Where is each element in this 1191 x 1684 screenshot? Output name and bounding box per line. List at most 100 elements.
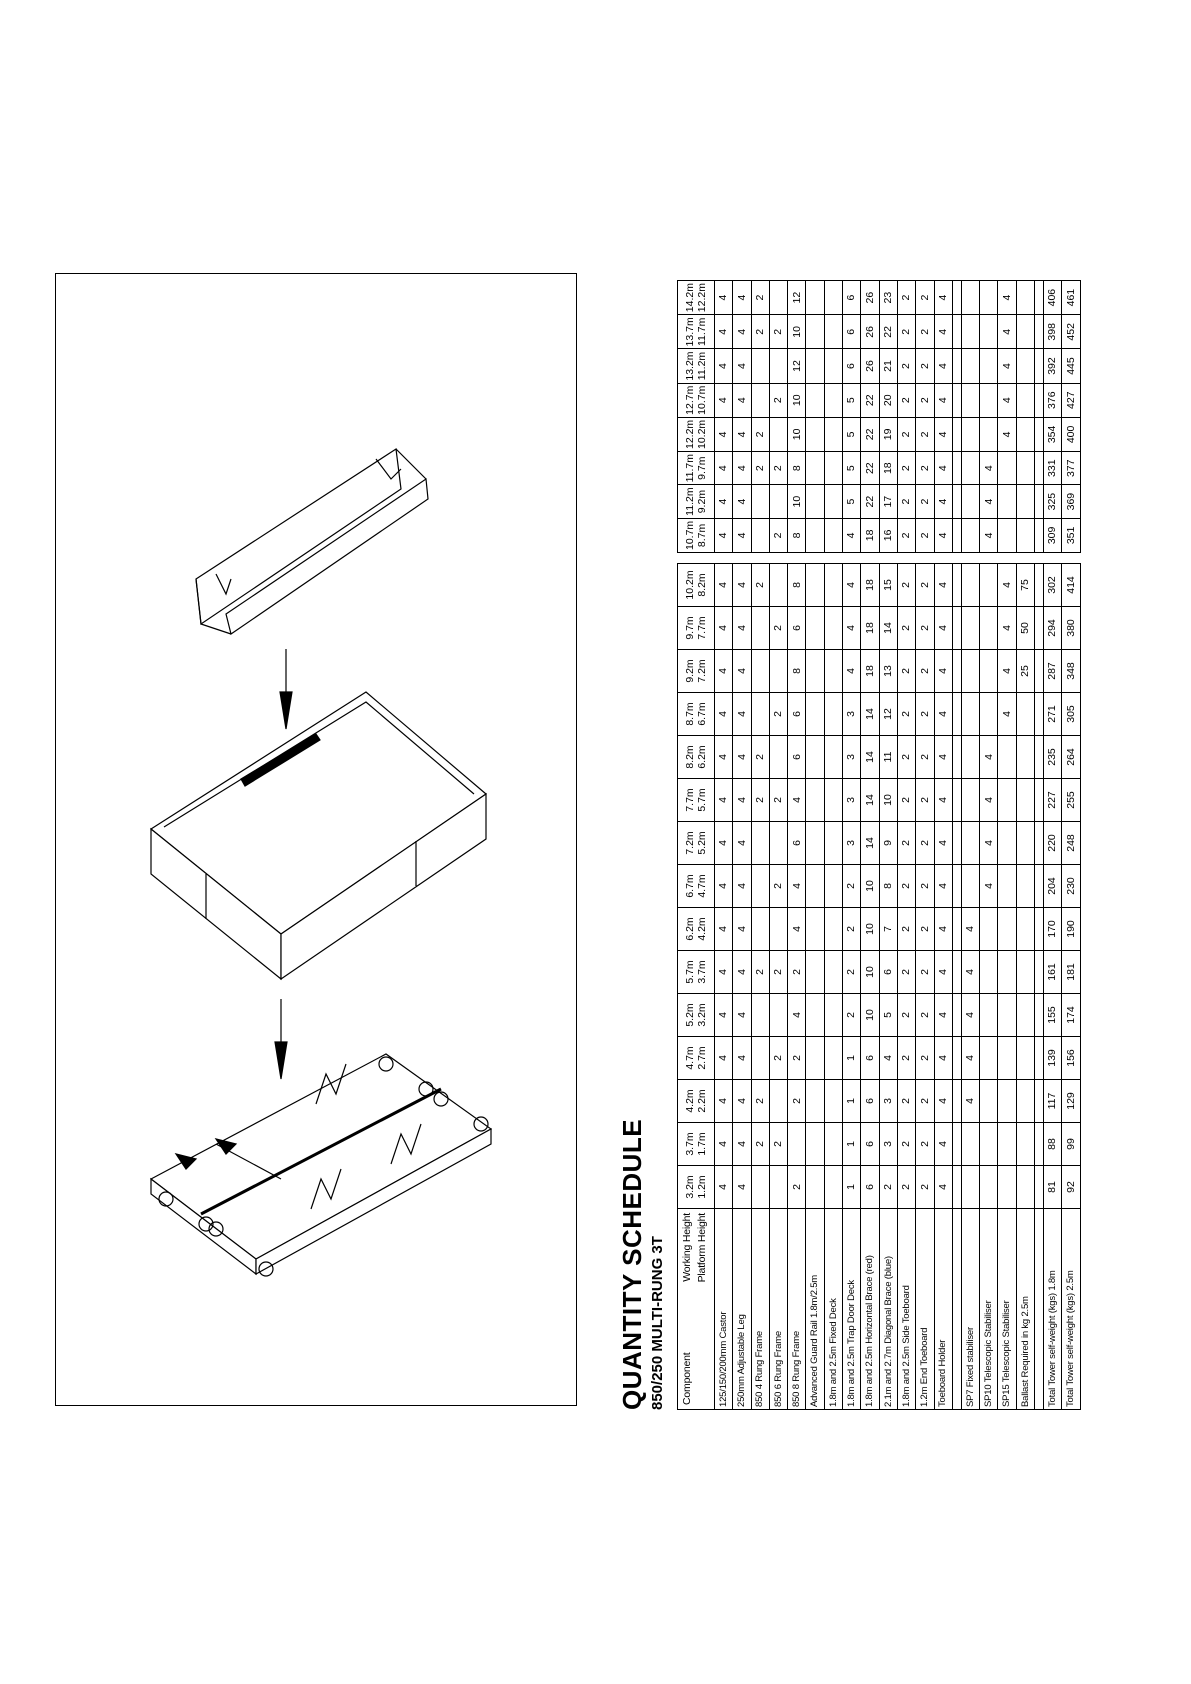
quantity-schedule: QUANTITY SCHEDULE 850/250 MULTI-RUNG 3T … xyxy=(617,280,1081,1410)
quantity-cell xyxy=(1016,1079,1035,1123)
quantity-cell: 2 xyxy=(915,451,935,485)
quantity-cell xyxy=(961,484,980,519)
quantity-cell: 22 xyxy=(860,383,880,418)
quantity-cell: 12 xyxy=(879,692,898,736)
quantity-cell xyxy=(769,821,788,865)
quantity-cell xyxy=(805,1036,825,1080)
quantity-cell xyxy=(769,993,788,1037)
quantity-cell: 2 xyxy=(842,993,861,1037)
gap-cell xyxy=(1034,950,1044,994)
quantity-cell: 2 xyxy=(769,950,788,994)
quantity-cell xyxy=(824,1122,843,1166)
quantity-cell: 2 xyxy=(897,451,916,485)
working-height-value: 9.2m xyxy=(683,659,696,683)
quantity-cell xyxy=(997,993,1017,1037)
quantity-cell: 4 xyxy=(842,606,861,650)
quantity-cell: 4 xyxy=(997,383,1017,418)
component-name-cell: SP10 Telescopic Stabiliser xyxy=(979,1208,998,1410)
quantity-cell: 4 xyxy=(732,735,752,779)
quantity-cell: 4 xyxy=(714,864,733,908)
gap-cell xyxy=(1034,383,1044,418)
quantity-cell xyxy=(824,1036,843,1080)
component-name-cell: 850 8 Rung Frame xyxy=(787,1208,806,1410)
quantity-cell: 4 xyxy=(961,1079,980,1123)
quantity-cell: 4 xyxy=(934,649,953,693)
quantity-cell xyxy=(805,864,825,908)
quantity-cell: 4 xyxy=(714,950,733,994)
quantity-cell: 2 xyxy=(915,692,935,736)
quantity-cell xyxy=(997,821,1017,865)
quantity-cell: 2 xyxy=(915,484,935,519)
assembly-drawing-frame xyxy=(55,273,577,1406)
quantity-cell xyxy=(751,692,770,736)
quantity-cell: 4 xyxy=(714,606,733,650)
gap-cell xyxy=(1034,518,1044,553)
quantity-cell: 26 xyxy=(860,314,880,349)
quantity-cell: 2 xyxy=(751,451,770,485)
platform-height-value: 10.2m xyxy=(696,419,708,449)
quantity-cell xyxy=(1016,348,1035,384)
quantity-cell: 4 xyxy=(732,1079,752,1123)
working-height-value: 10.2m xyxy=(683,570,696,600)
quantity-cell: 2 xyxy=(769,692,788,736)
quantity-cell: 12 xyxy=(787,348,806,384)
quantity-cell xyxy=(824,735,843,779)
gap-cell xyxy=(952,348,962,384)
platform-height-value: 2.7m xyxy=(696,1046,708,1070)
quantity-cell xyxy=(961,314,980,349)
quantity-cell: 129 xyxy=(1061,1079,1081,1123)
quantity-cell: 4 xyxy=(934,314,953,349)
quantity-cell: 2 xyxy=(915,1165,935,1209)
quantity-cell xyxy=(824,314,843,349)
quantity-cell xyxy=(769,1079,788,1123)
header-component-label: Component xyxy=(681,1352,693,1405)
gap-cell xyxy=(952,417,962,452)
quantity-cell xyxy=(769,484,788,519)
quantity-cell: 2 xyxy=(915,348,935,384)
quantity-cell xyxy=(961,1122,980,1166)
quantity-cell: 331 xyxy=(1043,451,1062,485)
quantity-cell: 4 xyxy=(934,735,953,779)
gap-cell xyxy=(952,950,962,994)
component-name-cell: 250mm Adjustable Leg xyxy=(732,1208,752,1410)
quantity-cell xyxy=(824,1165,843,1209)
quantity-cell: 4 xyxy=(732,864,752,908)
quantity-cell: 2 xyxy=(897,864,916,908)
quantity-cell: 4 xyxy=(732,950,752,994)
quantity-cell: 4 xyxy=(934,606,953,650)
quantity-cell: 6 xyxy=(787,606,806,650)
quantity-cell xyxy=(979,1036,998,1080)
quantity-cell: 4 xyxy=(732,778,752,822)
platform-height-value: 8.7m xyxy=(696,523,708,548)
quantity-cell: 4 xyxy=(879,1036,898,1080)
quantity-cell: 2 xyxy=(915,821,935,865)
quantity-cell xyxy=(824,864,843,908)
table-row xyxy=(805,280,825,553)
quantity-cell: 11 xyxy=(879,735,898,779)
quantity-cell: 4 xyxy=(934,417,953,452)
quantity-cell: 4 xyxy=(997,649,1017,693)
quantity-cell: 161 xyxy=(1043,950,1062,994)
quantity-cell: 5 xyxy=(842,383,861,418)
quantity-cell xyxy=(961,348,980,384)
component-name-cell: SP7 Fixed stabiliser xyxy=(961,1208,980,1410)
quantity-cell: 2 xyxy=(915,1036,935,1080)
table-row xyxy=(961,280,980,553)
quantity-cell: 26 xyxy=(860,280,880,315)
quantity-cell xyxy=(961,417,980,452)
quantity-cell: 14 xyxy=(860,821,880,865)
